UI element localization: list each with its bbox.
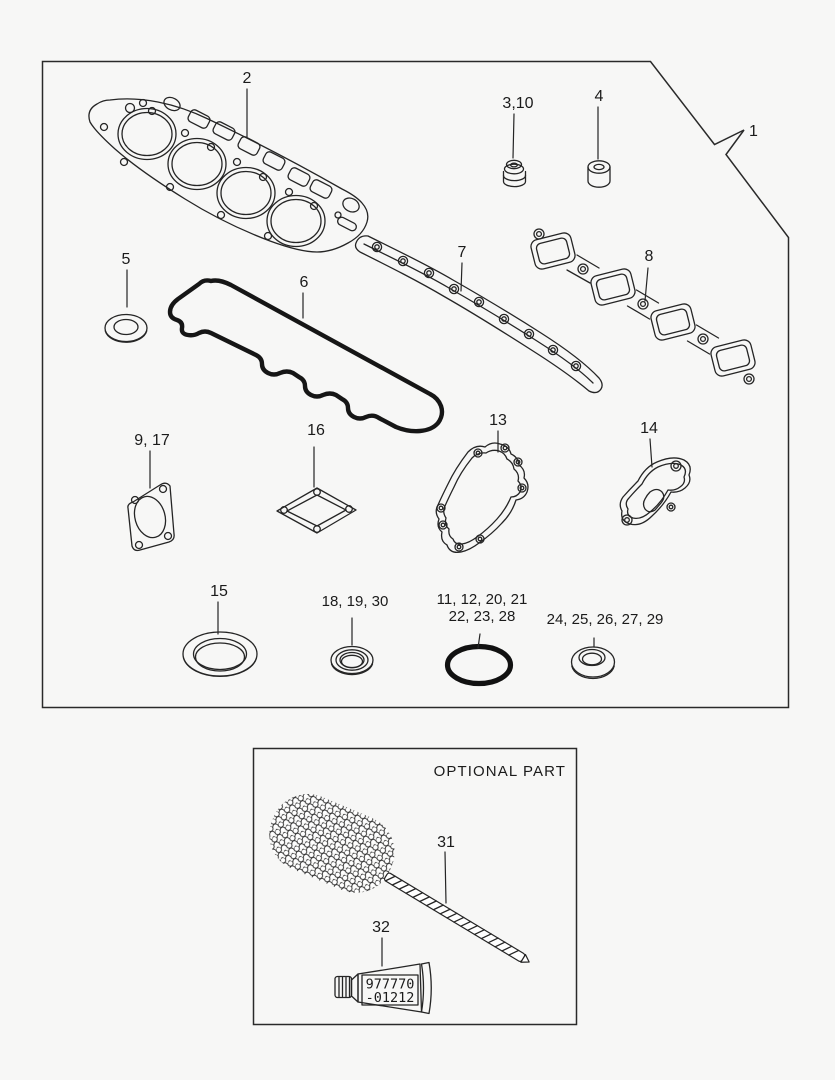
exhaust-manifold-gasket-drawing	[530, 228, 756, 385]
optional-leader-lines	[381, 851, 447, 967]
brush-handle	[384, 872, 530, 963]
large-seal-ring-drawing	[182, 631, 258, 677]
grommet-drawing	[570, 646, 616, 680]
outlet-gasket-drawing	[619, 457, 691, 526]
spring-seat-drawing	[587, 160, 611, 188]
seal-washer-drawing	[104, 313, 148, 343]
head-gasket-drawing	[88, 96, 369, 253]
tube-label	[361, 974, 419, 1006]
optional-panel-border	[252, 747, 578, 1026]
tube-text-line2: -01212	[366, 990, 415, 1006]
rocker-cover-gasket-drawing	[167, 278, 445, 434]
cleaning-brush-drawing	[269, 793, 530, 963]
callout-16: 16	[307, 422, 325, 439]
callout-32: 32	[372, 919, 390, 936]
side-cover-gasket-drawing	[127, 482, 175, 552]
port-gasket-drawing	[276, 487, 357, 534]
callout-8: 8	[645, 248, 654, 265]
callout-3-10: 3,10	[502, 95, 533, 112]
intake-manifold-gasket-drawing	[354, 235, 603, 394]
callout-24-29: 24, 25, 26, 27, 29	[547, 611, 664, 628]
callout-6: 6	[300, 274, 309, 291]
optional-panel-title: OPTIONAL PART	[434, 763, 566, 780]
callout-o-ring-line2: 22, 23, 28	[449, 608, 516, 625]
callout-31: 31	[437, 834, 455, 851]
callout-4: 4	[595, 88, 604, 105]
callout-1: 1	[749, 123, 758, 140]
main-panel-border	[41, 60, 790, 709]
callout-13: 13	[489, 412, 507, 429]
valve-stem-seal-drawing	[502, 159, 527, 188]
callout-5: 5	[122, 251, 131, 268]
callout-o-ring-line1: 11, 12, 20, 21	[437, 591, 528, 608]
intake-gasket-bolt-holes	[371, 241, 582, 372]
callout-14: 14	[640, 420, 658, 437]
o-ring-drawing	[444, 643, 514, 687]
callout-2: 2	[243, 70, 252, 87]
sealant-tube-drawing: 977770 -01212	[334, 961, 432, 1015]
small-washer-drawing	[330, 645, 374, 676]
brush-head	[269, 793, 395, 893]
callout-9-17: 9, 17	[134, 432, 170, 449]
callout-7: 7	[458, 244, 467, 261]
callout-15: 15	[210, 583, 228, 600]
tube-text-line1: 977770	[366, 977, 415, 993]
tube-crimp-end	[420, 961, 432, 1015]
water-pump-gasket-drawing	[435, 442, 529, 553]
callout-leader-lines	[126, 88, 653, 649]
callout-18-19-30: 18, 19, 30	[322, 593, 389, 610]
